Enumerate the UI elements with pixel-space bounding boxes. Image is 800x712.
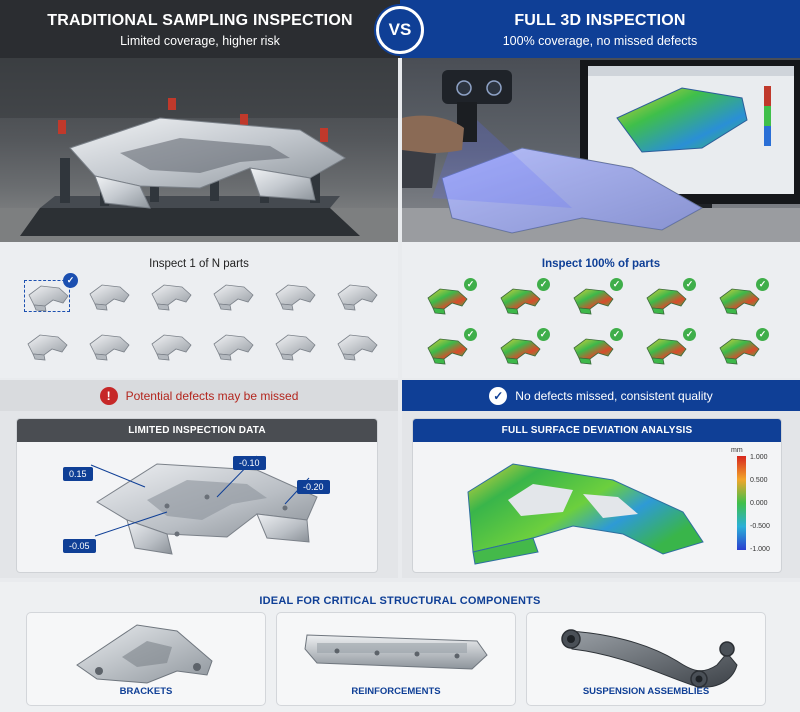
inspected-part-thumbnail xyxy=(497,284,543,316)
limited-data-card: LIMITED INSPECTION DATA 0.15 -0.10 xyxy=(16,418,378,573)
sampling-fixture-photo xyxy=(0,58,398,242)
components-title: IDEAL FOR CRITICAL STRUCTURAL COMPONENTS xyxy=(259,595,541,607)
legend-label-4: -0.500 xyxy=(750,523,770,530)
component-card-suspension: SUSPENSION ASSEMBLIES xyxy=(526,612,766,706)
check-badge-icon: ✓ xyxy=(683,278,696,291)
limited-data-area: LIMITED INSPECTION DATA 0.15 -0.10 xyxy=(0,411,398,578)
reinforcement-illustration xyxy=(304,634,488,670)
part-thumbnail xyxy=(86,330,132,362)
inspected-part-thumbnail xyxy=(643,334,689,366)
part-thumbnail xyxy=(148,280,194,312)
sampled-part-thumbnail xyxy=(24,280,70,312)
inspected-part-thumbnail xyxy=(716,284,762,316)
full-grid-panel: Inspect 100% of parts ✓ ✓ ✓ ✓ ✓ ✓ ✓ ✓ ✓ ✓ xyxy=(402,242,800,378)
check-badge-icon: ✓ xyxy=(756,328,769,341)
check-badge-icon: ✓ xyxy=(63,273,78,288)
legend-label-3: 0.000 xyxy=(750,500,768,507)
legend-label-2: 0.500 xyxy=(750,477,768,484)
check-badge-icon: ✓ xyxy=(537,328,550,341)
sampling-grid-panel: Inspect 1 of N parts ✓ xyxy=(0,242,398,378)
full-3d-title: FULL 3D INSPECTION xyxy=(514,12,686,29)
check-badge-icon: ✓ xyxy=(610,328,623,341)
traditional-subtitle: Limited coverage, higher risk xyxy=(120,34,280,48)
part-thumbnail xyxy=(24,330,70,362)
part-thumbnail xyxy=(334,280,380,312)
deviation-card: FULL SURFACE DEVIATION ANALYSIS mm 1.000… xyxy=(412,418,782,573)
no-defects-banner: ✓ No defects missed, consistent quality xyxy=(402,380,800,411)
traditional-title: TRADITIONAL SAMPLING INSPECTION xyxy=(47,12,353,29)
sampling-grid-title: Inspect 1 of N parts xyxy=(149,258,249,270)
part-thumbnail xyxy=(210,280,256,312)
warning-icon: ! xyxy=(99,386,118,405)
missed-defects-banner: ! Potential defects may be missed xyxy=(0,380,398,411)
deviation-data-area: FULL SURFACE DEVIATION ANALYSIS mm 1.000… xyxy=(402,411,800,578)
part-thumbnail xyxy=(334,330,380,362)
vs-badge: VS xyxy=(376,6,424,54)
component-label-brackets: BRACKETS xyxy=(119,686,173,697)
check-badge-icon: ✓ xyxy=(756,278,769,291)
deviation-title: FULL SURFACE DEVIATION ANALYSIS xyxy=(413,419,781,442)
inspected-part-thumbnail xyxy=(424,284,470,316)
no-defects-text: No defects missed, consistent quality xyxy=(515,388,713,403)
inspected-part-thumbnail xyxy=(497,334,543,366)
inspected-part-thumbnail xyxy=(424,334,470,366)
inspected-part-thumbnail xyxy=(716,334,762,366)
components-section: IDEAL FOR CRITICAL STRUCTURAL COMPONENTS… xyxy=(0,582,800,712)
check-badge-icon: ✓ xyxy=(610,278,623,291)
limited-part-illustration xyxy=(90,455,318,555)
part-thumbnail xyxy=(86,280,132,312)
fixture-illustration xyxy=(0,58,398,242)
check-badge-icon: ✓ xyxy=(464,328,477,341)
inspected-part-thumbnail xyxy=(570,334,616,366)
part-thumbnail xyxy=(272,330,318,362)
component-card-brackets: BRACKETS xyxy=(26,612,266,706)
check-badge-icon: ✓ xyxy=(537,278,550,291)
callout-point-4: -0.05 xyxy=(63,539,96,553)
deviation-heatmap-illustration xyxy=(467,456,746,565)
inspected-part-thumbnail xyxy=(643,284,689,316)
full-grid-title: Inspect 100% of parts xyxy=(541,258,661,270)
header-traditional: TRADITIONAL SAMPLING INSPECTION Limited … xyxy=(0,0,400,58)
full-3d-subtitle: 100% coverage, no missed defects xyxy=(502,34,698,48)
part-thumbnail xyxy=(272,280,318,312)
scanner-illustration xyxy=(402,60,800,242)
deviation-color-scale xyxy=(737,456,746,550)
header: TRADITIONAL SAMPLING INSPECTION Limited … xyxy=(0,0,800,58)
component-label-reinforcements: REINFORCEMENTS xyxy=(351,686,441,697)
part-thumbnail xyxy=(148,330,194,362)
inspected-part-thumbnail xyxy=(570,284,616,316)
callout-point-2: -0.10 xyxy=(233,456,266,470)
component-card-reinforcements: REINFORCEMENTS xyxy=(276,612,516,706)
header-full-3d: FULL 3D INSPECTION 100% coverage, no mis… xyxy=(400,0,800,58)
component-label-suspension: SUSPENSION ASSEMBLIES xyxy=(582,686,710,697)
legend-label-1: 1.000 xyxy=(750,454,768,461)
limited-data-title: LIMITED INSPECTION DATA xyxy=(17,419,377,442)
scanner-3d-photo xyxy=(402,58,800,242)
callout-point-3: -0.20 xyxy=(297,480,330,494)
callout-point-1: 0.15 xyxy=(63,467,93,481)
check-badge-icon: ✓ xyxy=(683,328,696,341)
check-circle-icon: ✓ xyxy=(489,386,508,405)
bracket-illustration xyxy=(76,624,213,684)
deviation-unit: mm xyxy=(731,447,743,454)
part-thumbnail xyxy=(210,330,256,362)
missed-defects-text: Potential defects may be missed xyxy=(125,388,299,403)
legend-label-5: -1.000 xyxy=(750,546,770,553)
check-badge-icon: ✓ xyxy=(464,278,477,291)
suspension-arm-illustration xyxy=(561,629,738,688)
